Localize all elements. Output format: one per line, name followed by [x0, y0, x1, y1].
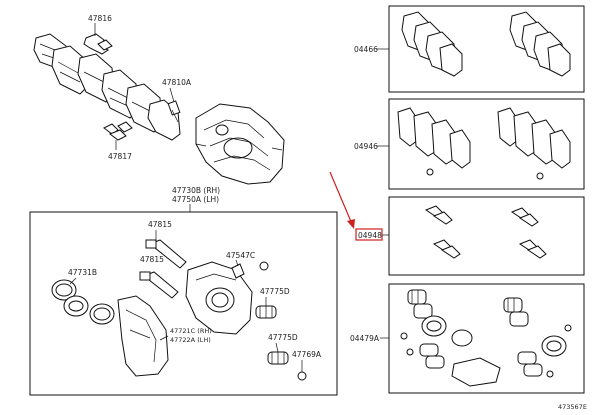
caliper-components-illustration: [51, 239, 307, 381]
shim-kit-04946-illustration: [397, 107, 571, 180]
label-04948: 04948: [358, 231, 382, 240]
kit-frame-04479a: [388, 283, 585, 394]
label-47815: 47815: [148, 220, 172, 229]
label-47731b: 47731B: [68, 268, 97, 277]
label-47547c: 47547C: [226, 251, 255, 260]
label-47769a: 47769A: [292, 350, 322, 359]
label-47775d-bot: 47775D: [268, 333, 298, 342]
highlight-arrow: [329, 171, 355, 229]
highlight-box-04948: [355, 228, 383, 241]
label-47721c: 47721C (RH): [170, 327, 212, 335]
caliper-assembly-illustration: [195, 103, 285, 185]
label-47816: 47816: [88, 14, 112, 23]
label-04479a: 04479A: [350, 334, 380, 343]
caliper-kit-frame: [29, 211, 338, 396]
label-04946: 04946: [354, 142, 378, 151]
label-47730b: 47730B (RH): [172, 186, 220, 195]
label-47810a: 47810A: [162, 78, 192, 87]
label-47815-b: 47815: [140, 255, 164, 264]
figure-code: 473567E: [558, 403, 587, 411]
kit-frame-04946: [388, 98, 585, 190]
kit-frame-04948: [388, 196, 585, 276]
label-47722a: 47722A (LH): [170, 336, 211, 344]
label-47750a: 47750A (LH): [172, 195, 219, 204]
seal-kit-04479a-illustration: [400, 289, 572, 387]
brake-pads-illustration: [33, 33, 181, 141]
label-04466: 04466: [354, 45, 378, 54]
label-47775d-top: 47775D: [260, 287, 290, 296]
clip-kit-04948-illustration: [424, 205, 547, 259]
pad-kit-04466-illustration: [401, 11, 571, 77]
label-47817: 47817: [108, 152, 132, 161]
